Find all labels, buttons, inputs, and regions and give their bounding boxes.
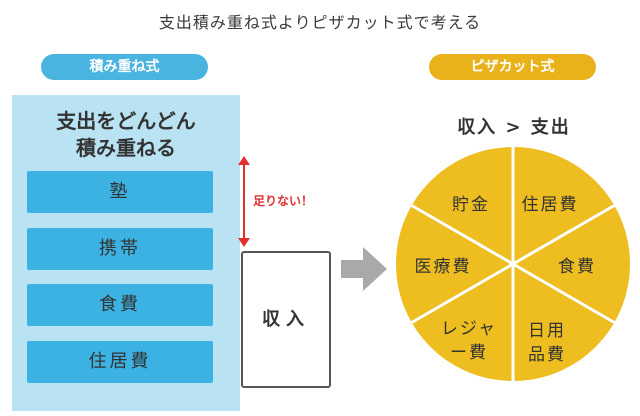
slice-medical: 医療費 [414,257,472,277]
pizza-pie [396,147,630,381]
slice-food: 食費 [558,257,596,277]
slice-leisure: レジャー費 [440,319,498,363]
stacking-heading-line2: 積み重ねる [76,136,176,160]
slice-housing: 住居費 [521,195,579,215]
expense-item-cram-school: 塾 [27,171,213,213]
pie-divider [512,204,616,266]
stacking-method-label: 積み重ね式 [41,54,208,80]
shortfall-arrow-line [243,160,245,242]
pie-divider [410,262,514,324]
pizza-method-label: ピザカット式 [429,54,596,80]
expense-item-housing: 住居費 [27,341,213,383]
arrow-down-icon [238,238,250,247]
expense-item-food: 食費 [27,284,213,326]
arrow-right-icon [341,247,387,291]
pie-divider [410,204,514,266]
income-box: 収入 [241,251,331,388]
expense-item-mobile: 携帯 [27,228,213,270]
shortfall-note: 足りない！ [253,194,314,208]
stacking-heading-line1: 支出をどんどん [56,109,196,133]
arrow-up-icon [238,156,250,165]
stacking-heading: 支出をどんどん 積み重ねる [0,108,252,162]
income-vs-expense: 収入 > 支出 [457,117,571,138]
pie-divider [512,262,616,324]
slice-daily-goods: 日用品費 [528,321,566,365]
slice-savings: 貯金 [452,195,490,215]
diagram-title: 支出積み重ね式よりピザカット式で考える [158,13,482,32]
